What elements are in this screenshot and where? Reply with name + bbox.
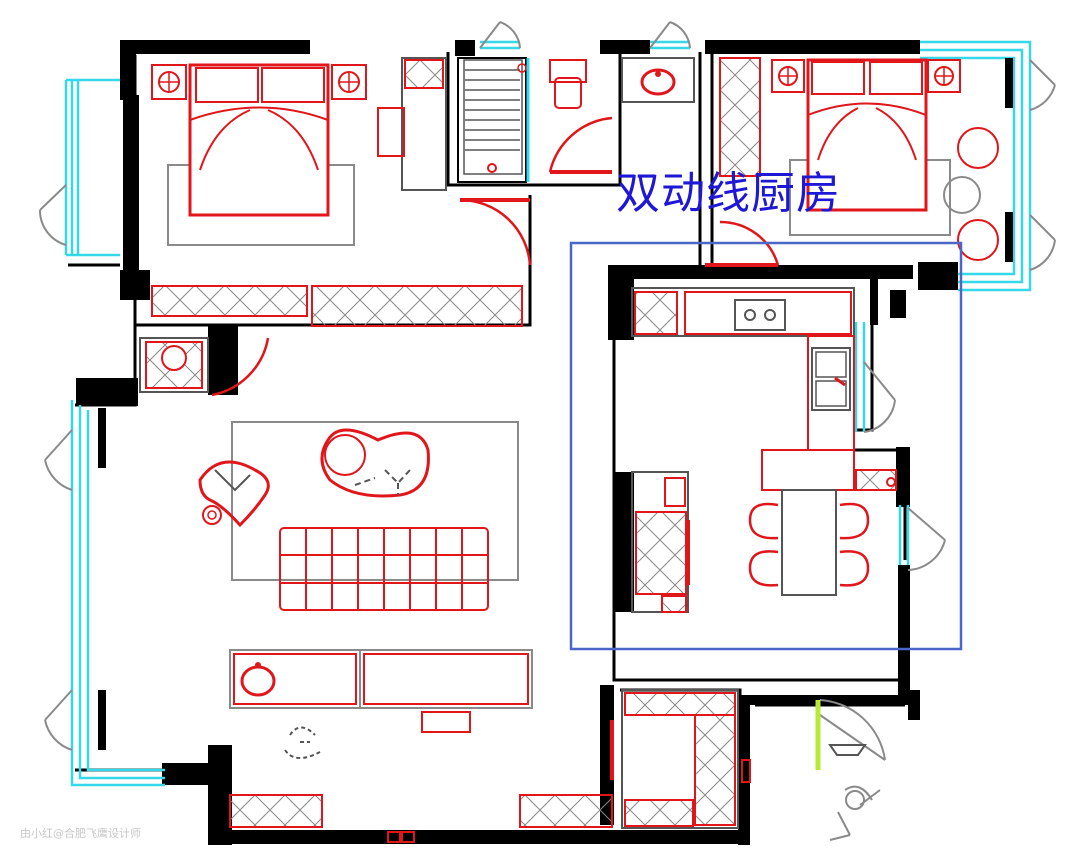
kitchen [614,287,897,613]
master-bedroom [151,57,523,327]
watermark: 由小红@合肥飞鹰设计师 [20,827,141,840]
living-room [198,421,613,843]
bathroom [457,57,695,183]
window-frames [98,58,1013,750]
kitchen-label: 双动线厨房 [616,168,841,219]
exterior-walls [76,40,958,845]
second-bedroom [719,57,999,261]
doors [38,21,1056,761]
utility-cabinet [139,337,209,393]
interior-doors [211,116,780,780]
interior-walls [68,52,907,830]
windows [64,40,1032,787]
kitchen-highlight-box [569,241,963,651]
entry-closet [621,689,881,841]
